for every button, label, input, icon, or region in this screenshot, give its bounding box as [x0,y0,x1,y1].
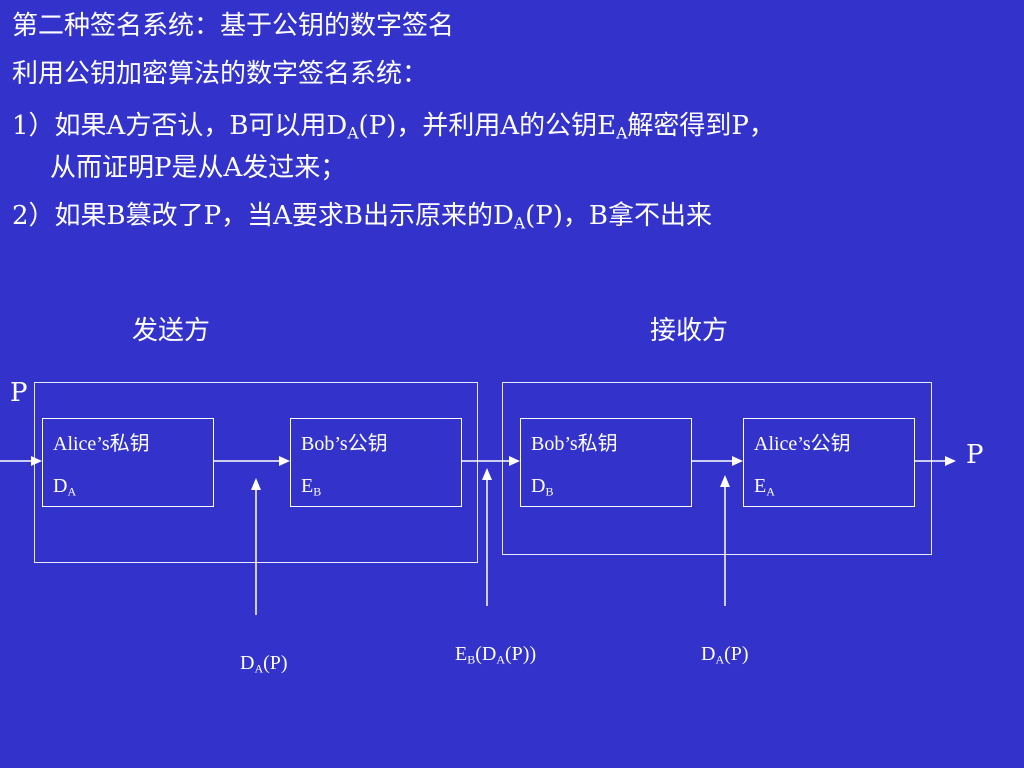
input-p-label: P [10,378,28,408]
label-subscript: A [715,652,725,667]
point-1-text: 1）如果A方否认，B可以用D [12,111,348,141]
label-text: D [240,652,255,674]
box-key: DA [53,475,76,498]
box-key: EB [301,475,321,498]
receiver-label: 接收方 [650,316,729,346]
receiver-frame [502,382,932,555]
arrow-head [720,475,730,487]
subscript: A [513,214,526,233]
key-letter: E [301,475,314,497]
bottom-label-da-p-2: DA(P) [701,643,749,666]
arrow-head [31,456,42,466]
output-p-label: P [966,440,984,470]
box-name: Bob’s私钥 [531,433,618,455]
arrow-head [482,468,492,480]
label-text: D [701,643,716,665]
arrow-head [251,478,261,490]
bob-public-key-box: Bob’s公钥 EB [290,418,462,507]
arrow-head [945,456,956,466]
point-2-text: (P)，B拿不出来 [525,201,713,231]
label-text: (P) [724,643,749,665]
key-letter: D [531,475,546,497]
label-subscript: B [467,652,476,667]
box-key: EA [754,475,775,498]
key-subscript: A [766,484,775,499]
alice-private-key-box: Alice’s私钥 DA [42,418,214,507]
point-2-line: 2）如果B篡改了P，当A要求B出示原来的DA(P)，B拿不出来 [12,200,712,232]
key-subscript: A [67,484,77,499]
box-name: Alice’s私钥 [53,433,150,455]
label-text: E [455,643,468,665]
point-1-text: 解密得到P， [627,111,775,141]
label-text: (P) [263,652,288,674]
point-1-text: (P)，并利用A的公钥E [358,111,617,141]
label-subscript: A [254,661,264,676]
key-subscript: B [313,484,322,499]
label-text: (P)) [505,643,537,665]
subscript: A [616,124,628,143]
point-1-line-a: 1）如果A方否认，B可以用DA(P)，并利用A的公钥EA解密得到P， [12,110,775,142]
label-text: (D [475,643,497,665]
arrow-head [732,456,743,466]
alice-public-key-box: Alice’s公钥 EA [743,418,915,507]
subtitle-line: 利用公钥加密算法的数字签名系统： [12,59,429,89]
point-2-text: 2）如果B篡改了P，当A要求B出示原来的D [12,201,514,231]
subscript: A [347,124,359,143]
key-letter: D [53,475,68,497]
box-name: Bob’s公钥 [301,433,388,455]
key-subscript: B [545,484,554,499]
sender-label: 发送方 [132,316,211,346]
point-1-line-b: 从而证明P是从A发过来； [50,153,347,183]
bottom-label-da-p: DA(P) [240,652,288,675]
arrow-head [279,456,290,466]
slide-title: 第二种签名系统：基于公钥的数字签名 [12,11,455,41]
bottom-label-eb-da-p: EB(DA(P)) [455,643,536,666]
box-name: Alice’s公钥 [754,433,851,455]
box-key: DB [531,475,553,498]
label-subscript: A [496,652,506,667]
key-letter: E [754,475,767,497]
arrow-head [509,456,520,466]
bob-private-key-box: Bob’s私钥 DB [520,418,692,507]
